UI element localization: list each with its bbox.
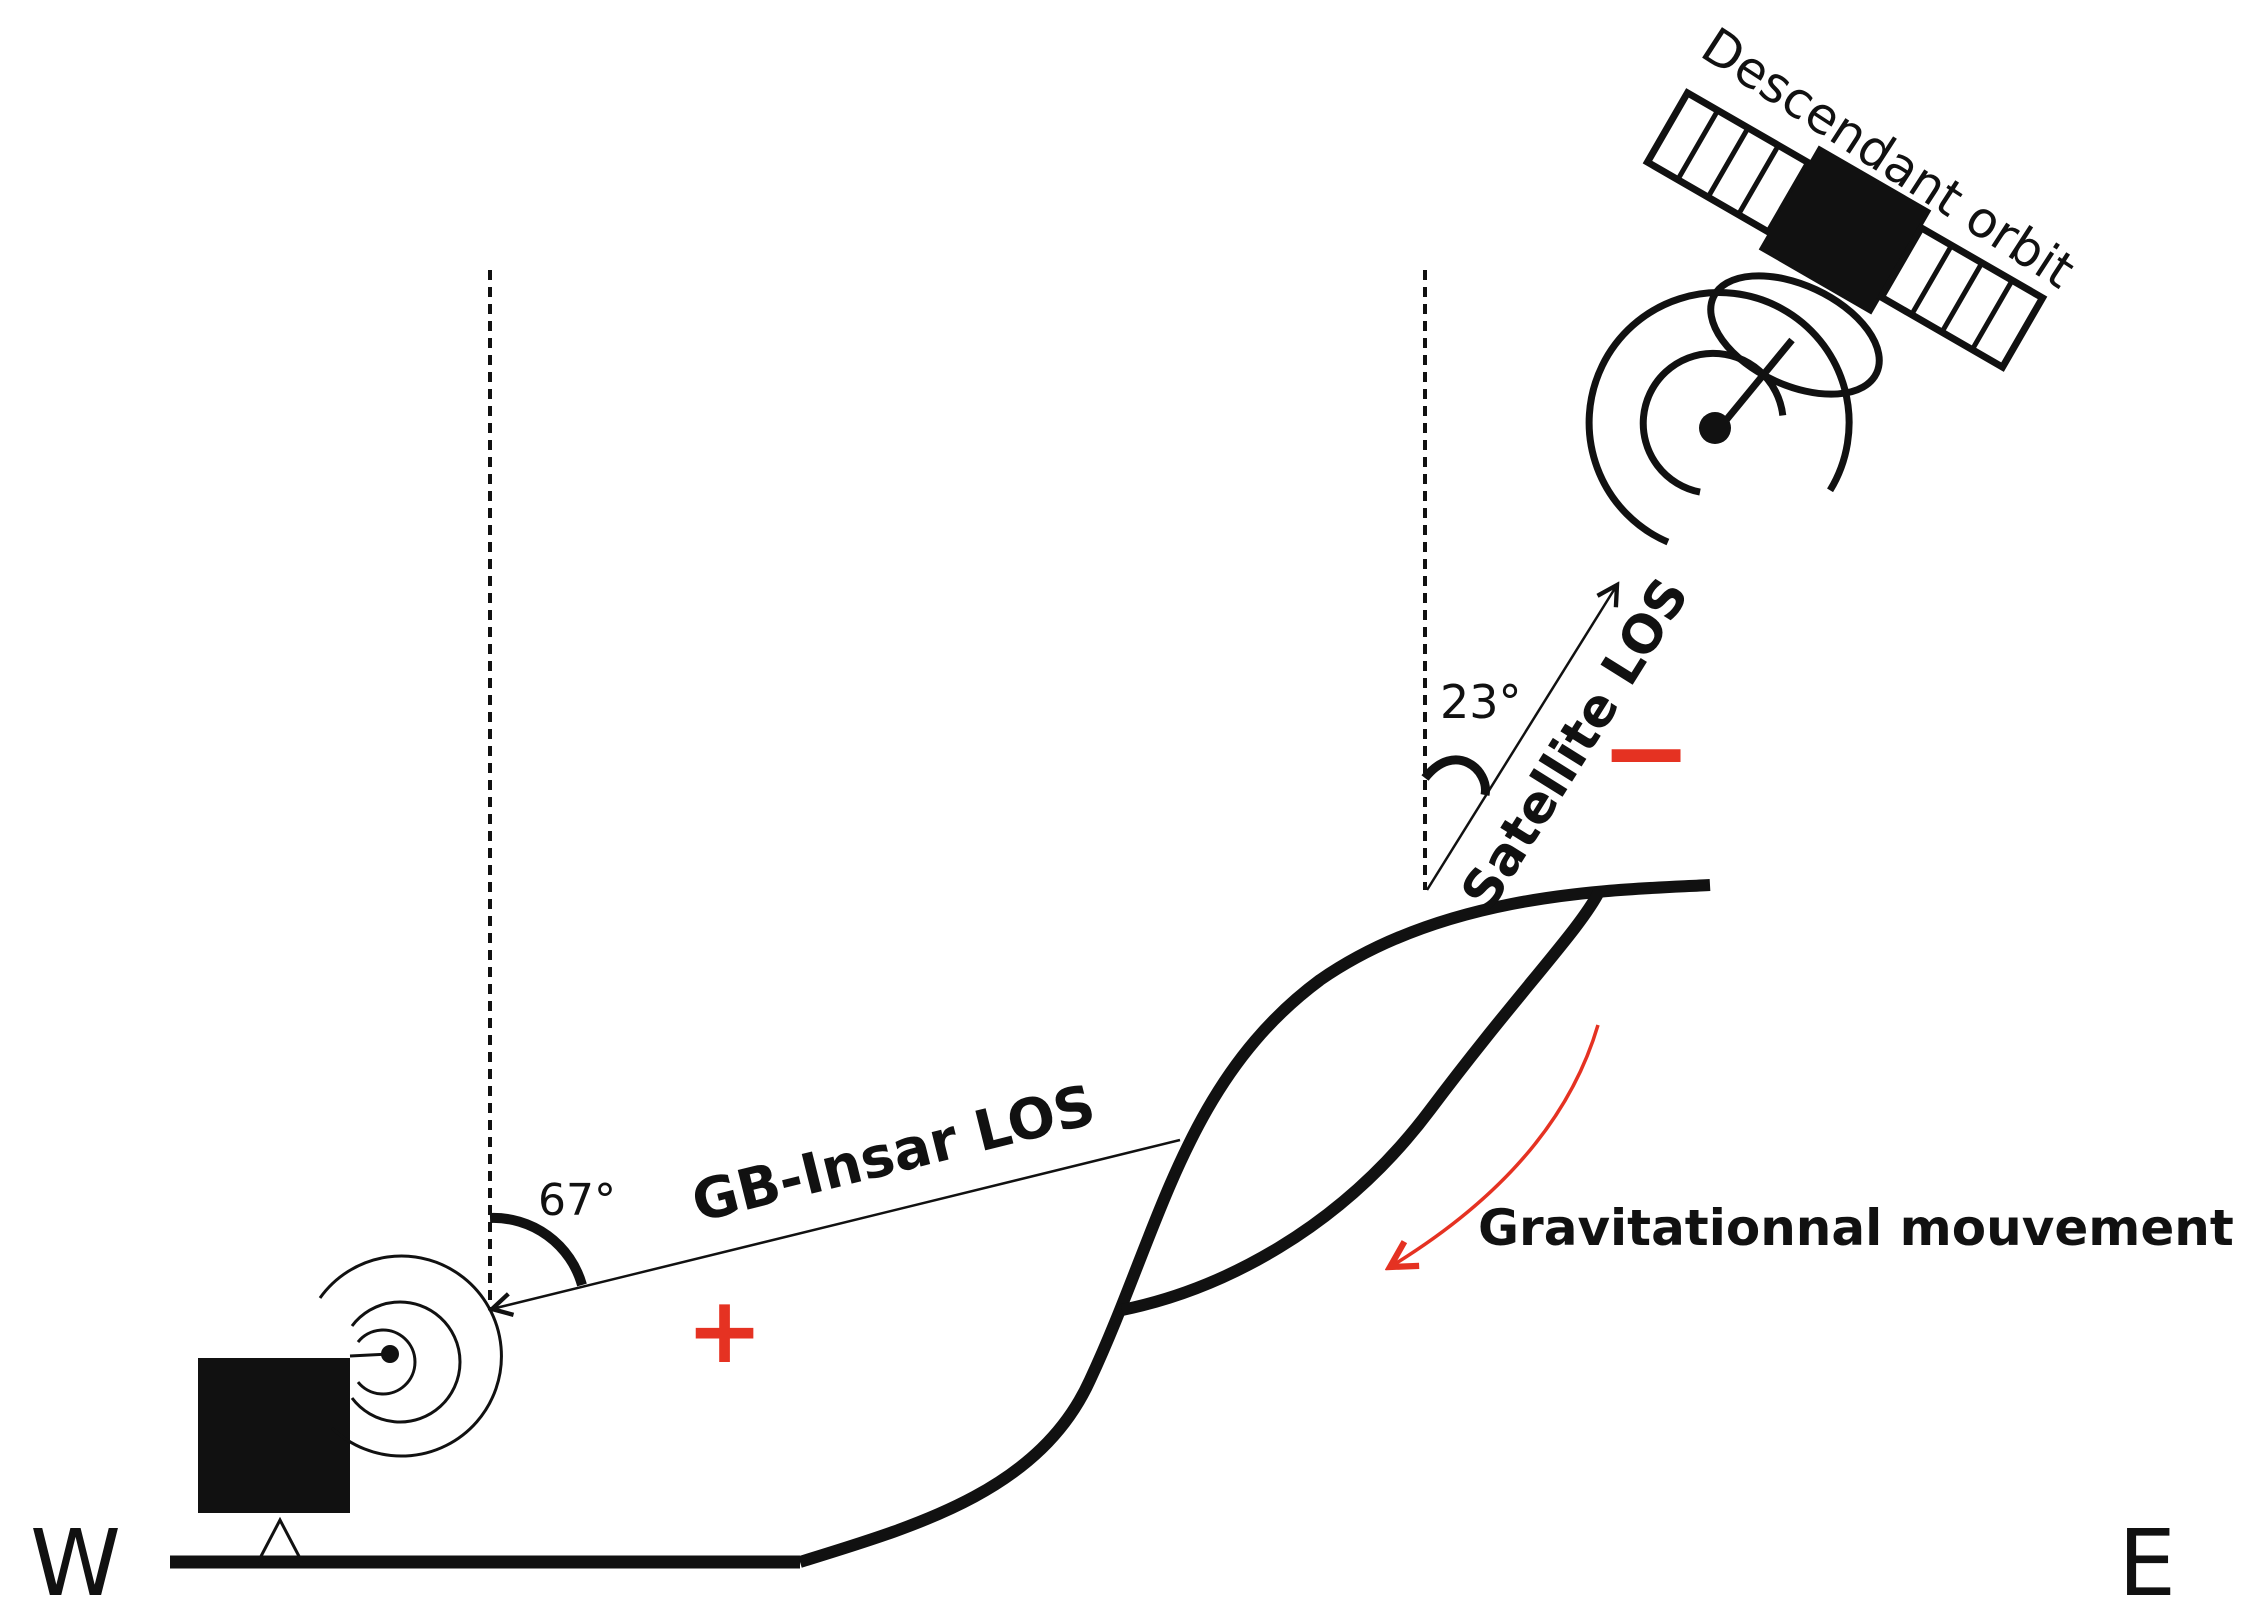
angle-arc-gb — [489, 1212, 587, 1287]
landslide-scar-line — [1120, 887, 1606, 1316]
plus-sign: + — [686, 1277, 763, 1384]
angle-gb-label: 67° — [538, 1175, 616, 1226]
gb-insar-los-arrow — [492, 1138, 1181, 1309]
terrain-profile — [170, 879, 1711, 1569]
satellite-los-arrow — [1425, 585, 1617, 891]
satellite-icon — [1585, 88, 2048, 546]
gravitational-movement-label: Gravitationnal mouvement — [1478, 1199, 2234, 1257]
east-label: E — [2118, 1510, 2176, 1609]
angle-arc-satellite — [1421, 755, 1490, 796]
angle-satellite-label: 23° — [1440, 675, 1522, 729]
slope-line — [798, 879, 1711, 1568]
west-label: W — [30, 1510, 121, 1609]
minus-sign: − — [1600, 688, 1692, 816]
gravitational-movement-arrow — [1390, 1024, 1600, 1267]
gb-insar-radar-icon — [198, 1254, 503, 1563]
